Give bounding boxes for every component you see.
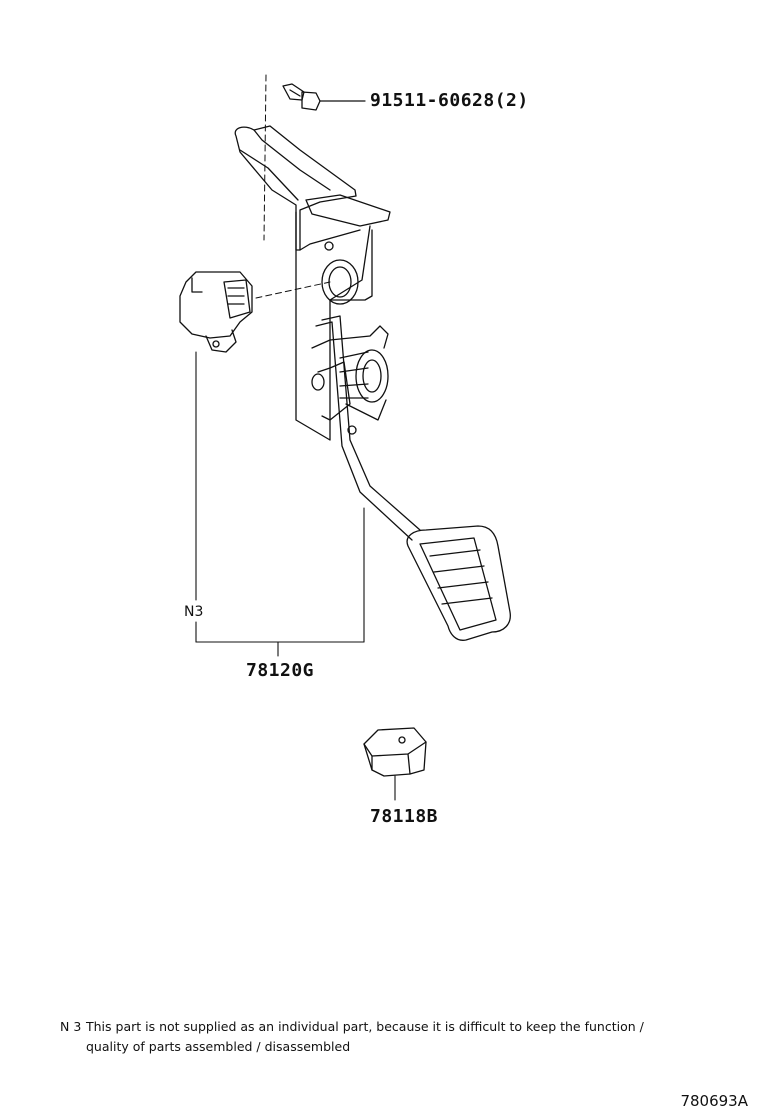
pedal-pad-drawing <box>406 525 511 641</box>
pedal-bracket-drawing <box>234 125 421 541</box>
stopper-drawing <box>363 727 427 801</box>
footnote: N 3 This part is not supplied as an indiv… <box>60 1017 740 1057</box>
bolt-part-number: 91511-60628(2) <box>370 90 529 111</box>
note-ref-label: N3 <box>184 604 204 620</box>
sensor-drawing <box>179 271 331 353</box>
footnote-line-2: quality of parts assembled / disassemble… <box>86 1039 351 1054</box>
figure-code: 780693A <box>680 1092 748 1110</box>
footnote-line-1: This part is not supplied as an individu… <box>86 1019 644 1034</box>
pedal-assembly-part-number: 78120G <box>246 660 315 681</box>
stopper-part-number: 78118B <box>370 806 439 827</box>
leader-78120g <box>195 351 365 657</box>
note-reference-n3: N3 <box>184 604 203 620</box>
bolt-quantity: (2) <box>494 90 529 111</box>
footnote-mark: N 3 <box>60 1019 82 1034</box>
bolt-drawing <box>263 74 366 241</box>
bolt-number: 91511-60628 <box>370 90 495 111</box>
